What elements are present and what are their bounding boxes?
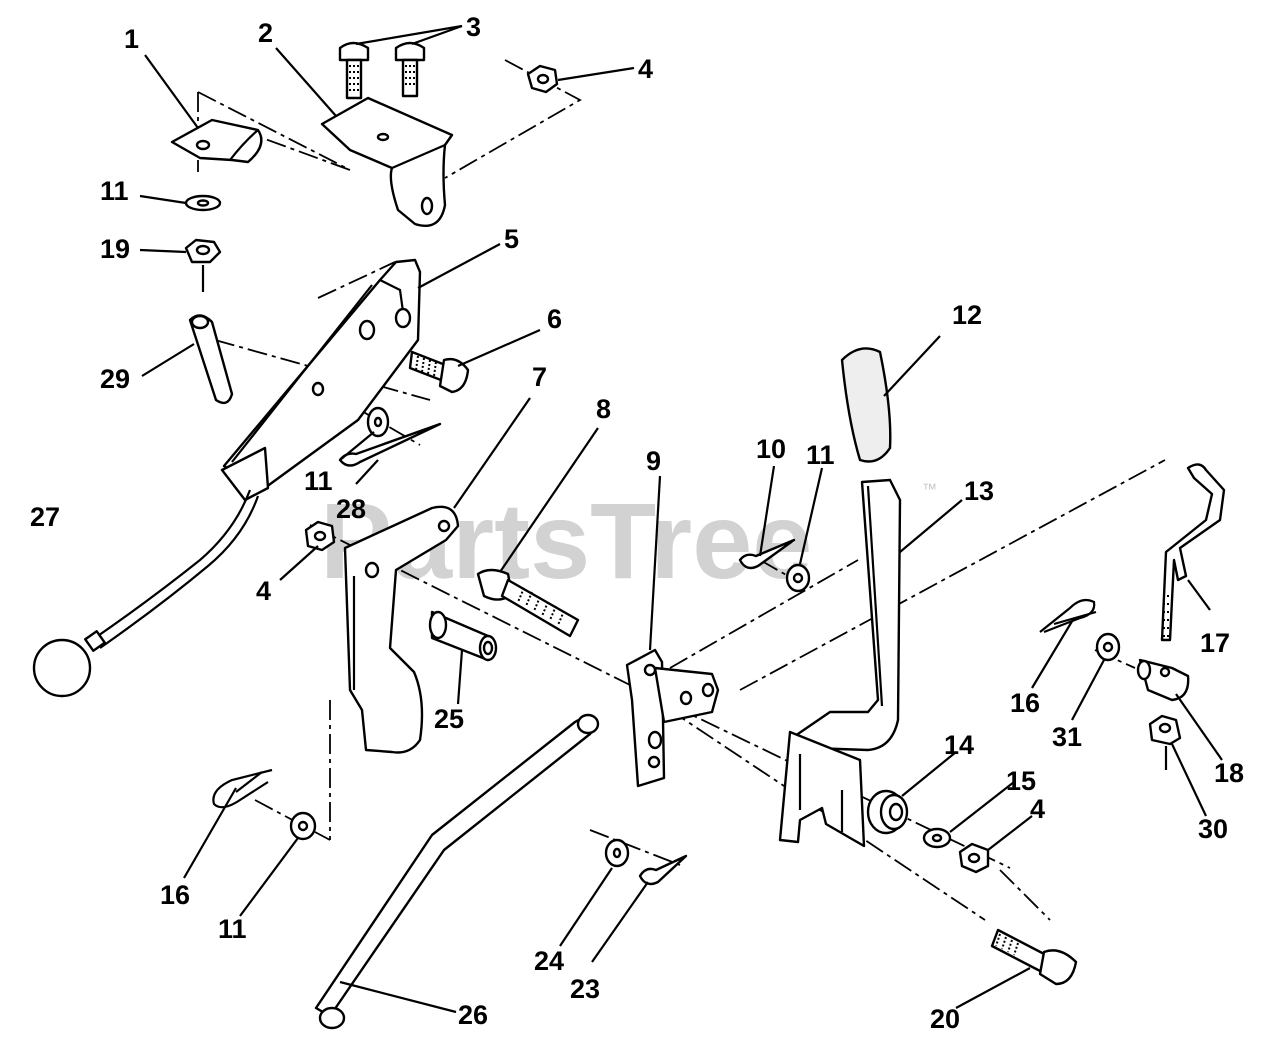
part-11-washer-right <box>785 563 811 593</box>
part-31-washer <box>1095 632 1121 662</box>
assembly-lines <box>197 59 1166 921</box>
part-8-bolt <box>476 568 580 638</box>
part-7-plate <box>343 505 460 754</box>
callout-16-right: 16 <box>1010 688 1040 718</box>
part-4-nut-top <box>526 64 559 94</box>
part-15-washer <box>922 827 952 849</box>
callout-10: 10 <box>756 434 786 464</box>
callout-6: 6 <box>547 304 562 334</box>
callout-28: 28 <box>336 494 366 524</box>
callout-18: 18 <box>1214 758 1244 788</box>
part-10-cotter-pin <box>738 538 796 570</box>
callout-25: 25 <box>434 704 464 734</box>
part-11-washer-lower <box>289 811 317 841</box>
part-19-nut <box>184 238 222 292</box>
callout-16-left: 16 <box>160 880 190 910</box>
callout-19: 19 <box>100 234 130 264</box>
callout-23: 23 <box>570 974 600 1004</box>
watermark-trademark: ™ <box>922 481 937 498</box>
callout-4-right: 4 <box>1030 794 1045 824</box>
part-18-swivel <box>1136 658 1190 702</box>
part-4-nut-right <box>958 842 990 874</box>
callout-11-top: 11 <box>100 176 129 206</box>
callout-11-right: 11 <box>806 440 835 470</box>
callout-27: 27 <box>30 502 60 532</box>
callout-11-mid: 11 <box>304 466 333 496</box>
callout-12: 12 <box>952 300 982 330</box>
callout-26: 26 <box>458 1000 488 1030</box>
part-29-link <box>188 314 234 405</box>
part-26-rod <box>314 713 600 1030</box>
part-6-bolt <box>408 350 470 394</box>
callout-11-lower: 11 <box>218 914 247 944</box>
callout-8: 8 <box>596 394 611 424</box>
callout-17: 17 <box>1200 628 1230 658</box>
part-17-rod <box>1160 463 1226 642</box>
callout-14: 14 <box>944 730 974 760</box>
callout-numbers: 1 2 3 4 11 19 5 6 12 29 7 8 9 10 11 13 1… <box>30 12 1244 1034</box>
callout-13: 13 <box>964 476 994 506</box>
part-11-washer-mid <box>366 406 390 438</box>
callout-20: 20 <box>930 1004 960 1034</box>
callout-1: 1 <box>124 24 139 54</box>
part-9-bracket <box>625 648 720 788</box>
leader-lines <box>139 24 1223 1014</box>
part-3-bolts <box>338 41 426 100</box>
part-13-shift-lever <box>778 478 902 848</box>
part-27-knob <box>32 638 92 698</box>
callout-7: 7 <box>532 362 547 392</box>
part-23-cotter-pin <box>638 854 688 886</box>
callout-31: 31 <box>1052 722 1082 752</box>
callout-4-top: 4 <box>638 54 653 84</box>
part-16-hairpin-left <box>212 768 273 809</box>
part-24-washer <box>604 838 630 868</box>
part-28-cotter-pin <box>338 422 442 467</box>
callout-15: 15 <box>1006 766 1036 796</box>
cable <box>84 489 260 652</box>
part-16-hairpin-right <box>1039 598 1097 634</box>
callout-29: 29 <box>100 364 130 394</box>
part-5-lever-arm <box>220 258 422 502</box>
part-1-clip <box>170 118 263 164</box>
callout-9: 9 <box>646 446 661 476</box>
callout-30: 30 <box>1198 814 1228 844</box>
callout-5: 5 <box>504 224 519 254</box>
part-14-bushing <box>866 789 909 835</box>
callout-3: 3 <box>466 12 481 42</box>
part-11-washer-top <box>184 194 222 212</box>
part-30-nut <box>1148 714 1182 770</box>
callout-2: 2 <box>258 18 273 48</box>
part-12-handle-grip <box>840 347 892 463</box>
part-20-bolt <box>990 928 1078 986</box>
part-25-spacer <box>428 610 498 662</box>
part-4-nut-left <box>304 520 336 552</box>
callout-24: 24 <box>534 946 564 976</box>
part-2-bracket <box>320 96 454 228</box>
callout-4-left: 4 <box>256 576 271 606</box>
